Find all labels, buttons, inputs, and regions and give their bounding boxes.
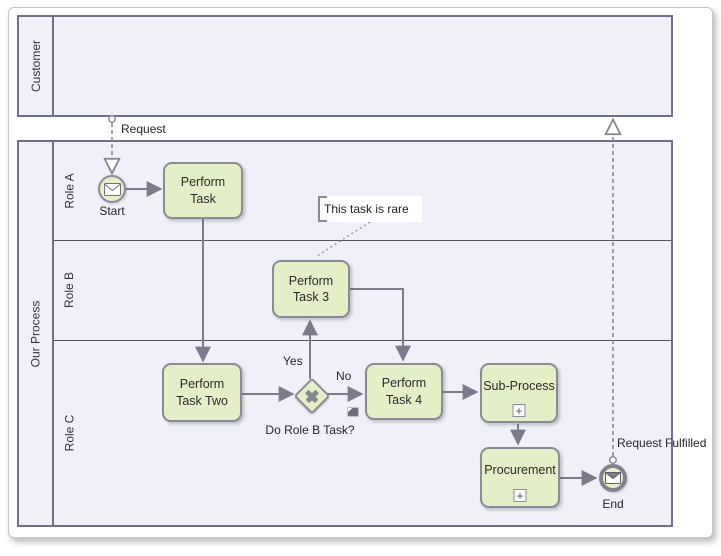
task-perform-task-3-label: Perform Task 3 <box>288 273 334 304</box>
gateway-no-label: No <box>336 369 352 383</box>
plus-glyph: + <box>515 403 523 418</box>
procurement-label: Procurement <box>484 463 556 478</box>
gateway-question-label: Do Role B Task? <box>265 423 355 437</box>
lane-role-c-label: Role C <box>62 414 77 452</box>
envelope-icon <box>103 182 121 196</box>
task-perform-task-4[interactable]: Perform Task 4 <box>365 363 443 420</box>
gateway-yes-label: Yes <box>283 354 303 368</box>
task-perform-task-label: Perform Task <box>180 175 226 206</box>
end-event-label: End <box>602 497 624 511</box>
pool-customer-label-band: Customer <box>19 17 54 115</box>
subprocess-expand-icon[interactable]: + <box>512 403 526 418</box>
task4-note-badge-icon <box>348 408 358 416</box>
task-perform-task-4-label: Perform Task 4 <box>381 376 427 407</box>
lane-divider-a-b <box>54 240 671 241</box>
annotation-bracket-icon <box>318 196 327 222</box>
subprocess-label: Sub-Process <box>483 378 555 393</box>
task-perform-task-two[interactable]: Perform Task Two <box>162 363 242 422</box>
lane-divider-b-c <box>54 340 671 341</box>
annotation-text: This task is rare <box>324 202 409 216</box>
task-perform-task-3[interactable]: Perform Task 3 <box>272 260 350 318</box>
lane-role-b[interactable]: Role B <box>54 241 85 339</box>
pool-our-process-label: Our Process <box>28 300 43 367</box>
plus-glyph: + <box>516 488 524 503</box>
request-fulfilled-flow-label: Request Fulfilled <box>617 436 707 450</box>
pool-our-process-label-band: Our Process <box>19 142 54 525</box>
lane-role-c[interactable]: Role C <box>54 341 85 525</box>
start-event-label: Start <box>99 204 125 218</box>
lane-role-b-label: Role B <box>62 271 77 309</box>
pool-customer[interactable]: Customer <box>17 15 673 117</box>
procurement-subprocess[interactable]: Procurement + <box>480 447 560 508</box>
pool-customer-label: Customer <box>28 39 43 93</box>
end-event[interactable] <box>599 464 627 492</box>
procurement-expand-icon[interactable]: + <box>513 488 527 503</box>
lane-role-a[interactable]: Role A <box>54 142 85 240</box>
start-event[interactable] <box>98 175 126 203</box>
task-perform-task[interactable]: Perform Task <box>163 162 243 219</box>
request-flow-label: Request <box>121 122 166 136</box>
envelope-filled-icon <box>605 472 621 484</box>
task-perform-task-two-label: Perform Task Two <box>176 377 228 408</box>
subprocess[interactable]: Sub-Process + <box>480 363 558 423</box>
lane-role-a-label: Role A <box>62 173 77 209</box>
text-annotation[interactable]: This task is rare <box>318 196 422 222</box>
